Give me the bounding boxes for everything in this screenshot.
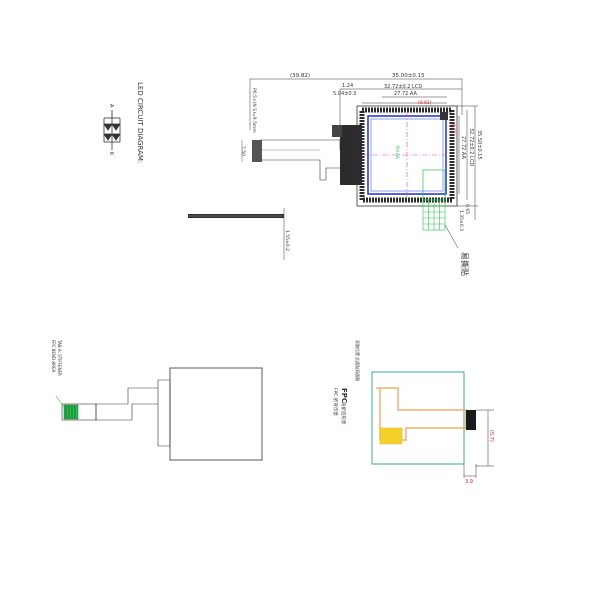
led-diode-icon <box>103 133 113 141</box>
led-circuit-diagram: LED CIRCUIT DIAGRAM: A K <box>103 82 144 163</box>
back-fpc-stiffener <box>63 404 79 420</box>
fpc-connector-pins <box>252 140 262 162</box>
dim-height-lcd: 32.72±0.2 LCD <box>468 128 474 166</box>
anode-label: A <box>108 104 114 108</box>
lcd-outer-outline <box>356 105 458 207</box>
bend-dim-h: 3.9 <box>465 479 473 485</box>
dim-fpc-width: 7.50 <box>240 146 246 156</box>
dim-aa: 27.72 AA <box>394 91 417 97</box>
dim-width-tol: 35.00±0.15 <box>392 73 425 79</box>
dim-overall: (39.82) <box>290 73 310 79</box>
back-note-line2: FPC BEND-AREA <box>51 340 56 373</box>
back-note-line1: TAB A: STIFFENER <box>57 339 62 376</box>
fpc-note2: FPC 折弯示意 <box>332 388 339 416</box>
fpc-stiffener-yellow <box>379 427 403 445</box>
dim-height-aa: 27.72 AA <box>460 136 466 159</box>
protect-leader-line <box>444 224 459 249</box>
dim-504: 5.04±0.3 <box>333 91 356 97</box>
fpc-tail <box>259 139 353 181</box>
dim-lcd: 32.72±0.2 LCD <box>384 84 422 90</box>
stiffener-hatch <box>332 125 342 137</box>
cathode-label: K <box>108 152 114 156</box>
dim-thickness: 1.55±0.2 <box>284 230 290 251</box>
bend-panel-outline <box>371 371 465 465</box>
fpc-tail-rotated-labels: P0.5×(N-1)=9.5mm 7.50 <box>240 88 257 156</box>
dim-height-tol: 35.50±0.15 <box>476 130 482 160</box>
bend-dimension-lines <box>463 409 494 478</box>
fpc-trace-orange <box>376 387 467 441</box>
back-panel-outline <box>169 367 263 461</box>
led-symbol-group <box>103 110 121 150</box>
back-panel-tab <box>157 379 171 447</box>
back-note-leader <box>55 395 67 411</box>
fpc-bend-view: (5.7) 3.9 背胶位置 此面贴双面胶 FPC 弯折后形状 FPC 折弯示意 <box>332 340 494 485</box>
right-dimension-lines <box>457 105 478 220</box>
protect-film-tab <box>422 169 446 201</box>
fpc-label: FPC <box>340 388 348 403</box>
bend-dim-v: (5.7) <box>488 430 494 442</box>
led-diode-icon <box>111 133 121 141</box>
protect-label: 易撕贴 <box>460 252 470 276</box>
center-mark: Pol AA <box>395 146 400 159</box>
top-dimension-lines <box>249 78 463 130</box>
led-diode-icon <box>103 123 113 131</box>
corner-mark <box>440 112 448 120</box>
bend-note-top: 背胶位置 此面贴双面胶 <box>355 340 361 381</box>
fpc-connector-block <box>466 410 476 430</box>
protect-film-grid <box>422 199 446 231</box>
dim-fpc-pitch: P0.5×(N-1)=9.5mm <box>251 88 257 133</box>
dim-side: (0.71) <box>450 122 456 136</box>
dim-065: 0.65 <box>464 204 470 214</box>
back-fpc-tail <box>95 387 158 421</box>
led-diode-icon <box>111 123 121 131</box>
stiffener-region <box>340 125 362 185</box>
dim-0461: (0.61) <box>418 100 432 106</box>
main-outline-drawing: (39.82) 35.00±0.15 1.24 32.72±0.2 LCD 5.… <box>188 73 482 276</box>
back-fpc-connector <box>61 403 97 421</box>
side-profile-view <box>188 208 285 260</box>
dim-124: 1.24 <box>342 83 353 89</box>
back-view-drawing: TAB A: STIFFENER FPC BEND-AREA <box>51 339 263 461</box>
fpc-note1: 弯折后形状 <box>340 402 347 425</box>
back-fpc-pins <box>65 406 76 418</box>
dim-135: 1.35±0.3 <box>458 210 464 231</box>
led-circuit-title: LED CIRCUIT DIAGRAM: <box>136 82 144 163</box>
